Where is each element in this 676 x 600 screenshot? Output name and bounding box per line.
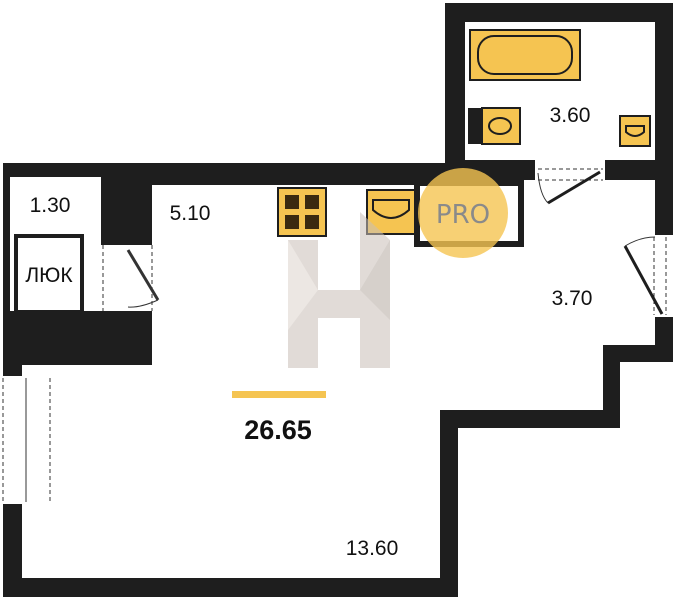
- area-storage: 1.30: [30, 194, 71, 217]
- storage-door[interactable]: [101, 245, 160, 311]
- area-hallway: 3.70: [552, 287, 593, 310]
- pro-badge: [418, 168, 508, 258]
- total-area-bar: [232, 391, 326, 398]
- stove-icon: [277, 187, 327, 237]
- kitchen-sink-icon: [366, 189, 416, 235]
- area-living: 13.60: [346, 537, 399, 560]
- total-area: 26.65: [244, 415, 312, 445]
- area-kitchen: 5.10: [170, 202, 211, 225]
- bathroom-door[interactable]: [535, 160, 605, 205]
- hatch-box: [14, 234, 84, 314]
- entrance-door[interactable]: [623, 235, 673, 317]
- pro-badge-text: PRO: [436, 200, 490, 230]
- bathroom-sink-icon: [619, 115, 651, 147]
- area-bathroom: 3.60: [550, 104, 591, 127]
- window-left: [2, 376, 51, 504]
- room-living: [22, 180, 655, 578]
- brand-logo-icon: [288, 212, 390, 368]
- toilet-icon: [468, 107, 521, 145]
- hatch-label: ЛЮК: [25, 264, 73, 287]
- bathtub-icon: [469, 29, 581, 81]
